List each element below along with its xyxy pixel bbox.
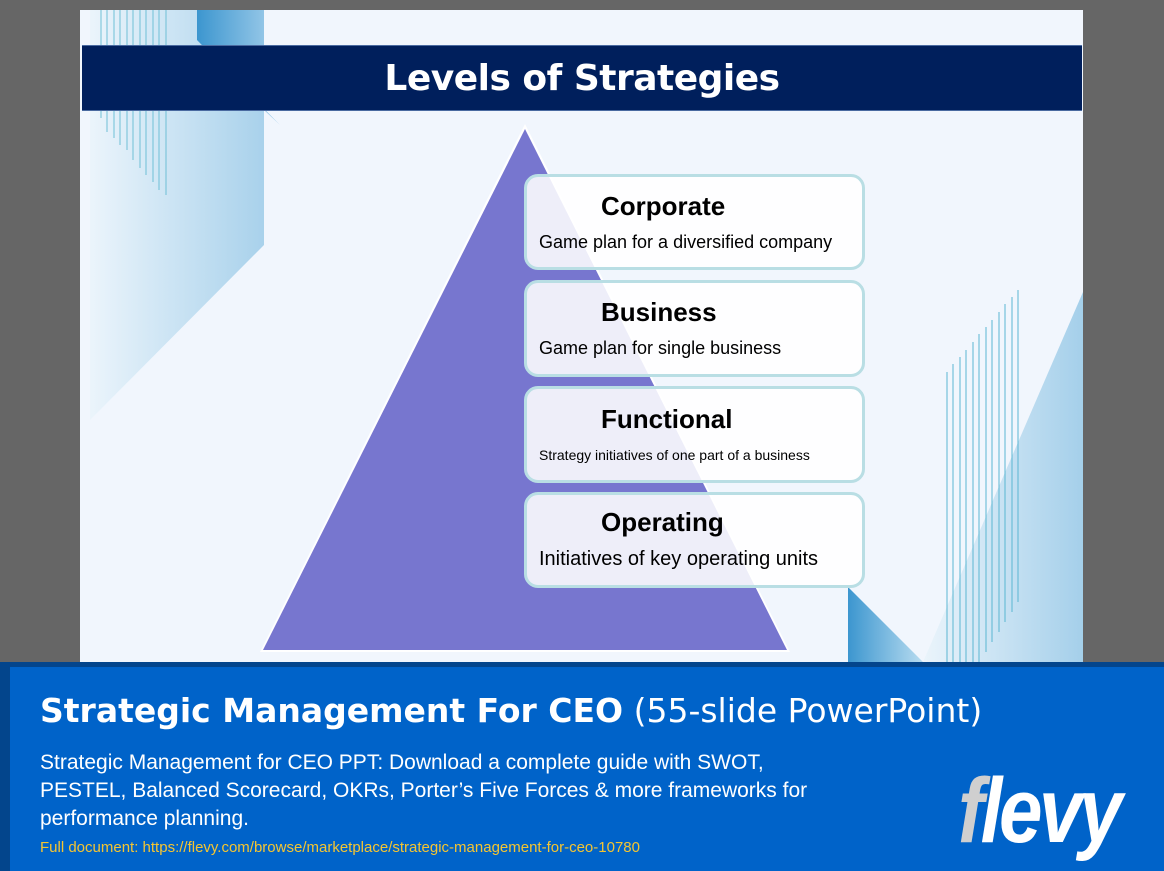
level-card-functional: Functional Strategy initiatives of one p… [524, 386, 865, 483]
promo-banner: Strategic Management For CEO (55-slide P… [0, 662, 1164, 871]
logo-rest: levy [980, 760, 1123, 862]
level-description: Strategy initiatives of one part of a bu… [539, 447, 810, 463]
level-name: Corporate [601, 191, 726, 221]
banner-description: Strategic Management for CEO PPT: Downlo… [40, 751, 808, 830]
banner-title-light: (55-slide PowerPoint) [633, 691, 983, 730]
right-decoration [848, 290, 1083, 662]
flevy-logo[interactable]: flevy [958, 765, 1123, 857]
slide: Levels of Strategies Corporate Game plan… [80, 10, 1083, 662]
level-description: Game plan for single business [539, 338, 782, 358]
level-card-business: Business Game plan for single business [524, 280, 865, 377]
slide-title: Levels of Strategies [384, 57, 780, 99]
level-description: Game plan for a diversified company [539, 232, 833, 252]
level-card-operating: Operating Initiatives of key operating u… [524, 492, 865, 588]
level-name: Operating [601, 507, 724, 537]
banner-title-bold: Strategic Management For CEO [40, 691, 624, 730]
logo-f: f [958, 760, 984, 862]
slide-title-bar: Levels of Strategies [82, 45, 1082, 111]
level-description: Initiatives of key operating units [539, 548, 819, 570]
full-document-link[interactable]: Full document: https://flevy.com/browse/… [40, 839, 640, 856]
level-name: Functional [601, 404, 733, 434]
level-name: Business [601, 297, 717, 327]
level-card-corporate: Corporate Game plan for a diversified co… [524, 174, 865, 270]
banner-title: Strategic Management For CEO (55-slide P… [40, 691, 982, 730]
